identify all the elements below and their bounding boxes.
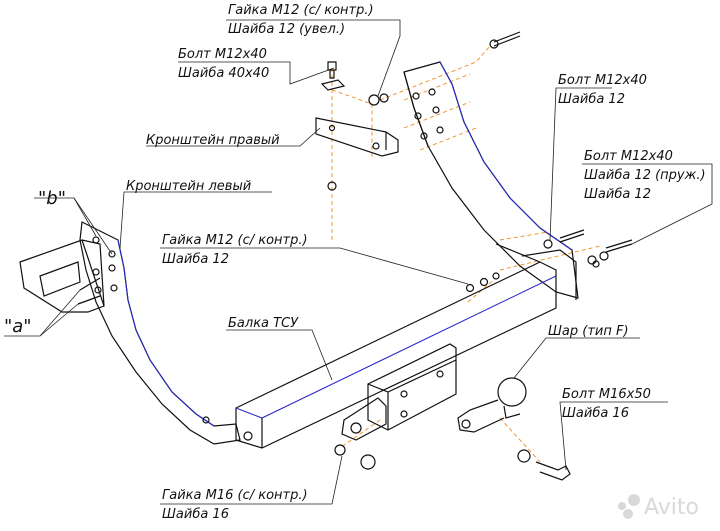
label-washer-12-right2: Шайба 12 — [584, 187, 651, 202]
label-bolt-m12x40-right1: Болт М12х40 — [558, 73, 647, 88]
label-nut-m16: Гайка М16 (с/ контр.) — [162, 488, 308, 503]
watermark-text: Avito — [644, 495, 699, 520]
mark-a: "а" — [4, 316, 32, 337]
label-ball: Шар (тип F) — [548, 324, 629, 339]
plate-right — [315, 117, 399, 157]
fasteners — [77, 31, 633, 481]
label-bracket-left: Кронштейн левый — [126, 179, 251, 194]
label-bracket-right: Кронштейн правый — [146, 133, 280, 148]
label-washer-12-spring: Шайба 12 (пруж.) — [584, 168, 706, 183]
label-bolt-m12x40-left: Болт М12х40 — [178, 47, 267, 62]
assembly-axes — [331, 45, 601, 463]
hitch-plate — [341, 343, 457, 441]
watermark: Avito — [618, 494, 699, 520]
label-washer-16-right: Шайба 16 — [562, 406, 629, 421]
label-beam: Балка ТСУ — [228, 316, 299, 331]
leader-lines — [4, 19, 713, 505]
bracket-right — [403, 61, 579, 299]
label-washer-12-mid: Шайба 12 — [162, 252, 229, 267]
labels: Гайка М12 (с/ контр.) Шайба 12 (увел.) Б… — [4, 3, 706, 522]
watermark-dot-icon — [628, 494, 640, 506]
beam-tsu — [202, 243, 577, 449]
tow-ball — [457, 377, 527, 433]
label-washer-12-big: Шайба 12 (увел.) — [228, 22, 345, 37]
watermark-dot-icon — [623, 509, 633, 519]
label-nut-m12-top: Гайка М12 (с/ контр.) — [228, 3, 374, 18]
mark-b: "b" — [38, 188, 66, 209]
watermark-dot-icon — [618, 502, 626, 510]
label-nut-m12-mid: Гайка М12 (с/ контр.) — [162, 233, 308, 248]
label-bolt-m12x40-right2: Болт М12х40 — [584, 149, 673, 164]
label-washer-16-bottom: Шайба 16 — [162, 507, 229, 522]
label-washer-12-right1: Шайба 12 — [558, 92, 625, 107]
label-bolt-m16x50: Болт М16х50 — [562, 387, 651, 402]
label-washer-40x40: Шайба 40х40 — [178, 66, 269, 81]
bracket-left — [19, 221, 241, 445]
